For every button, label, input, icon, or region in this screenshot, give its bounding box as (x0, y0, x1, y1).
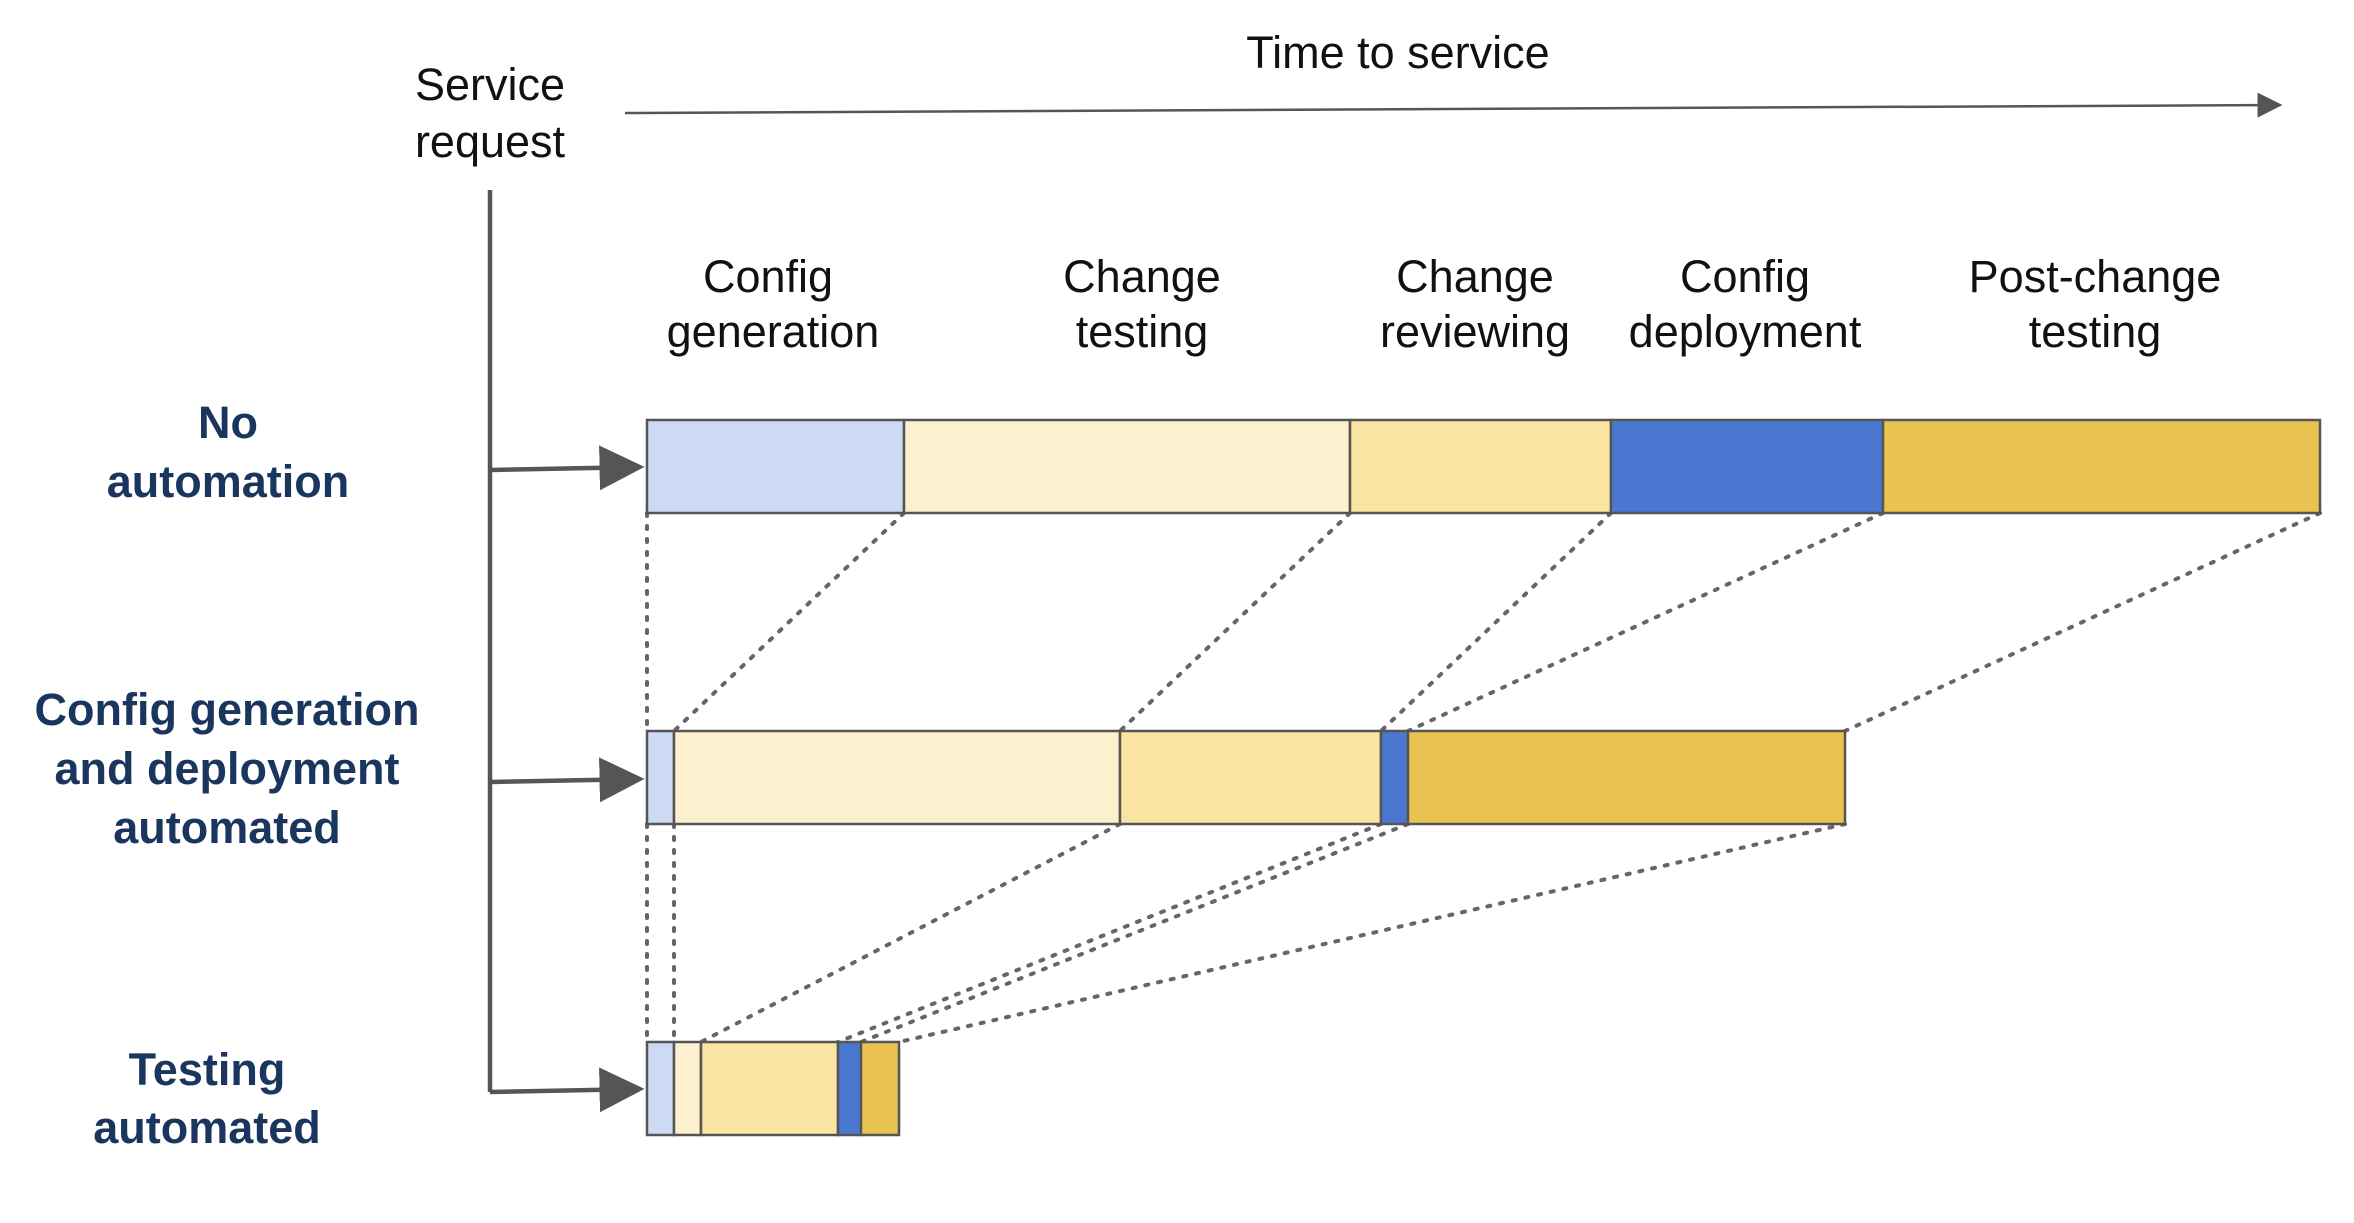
arrow-to-config-gen-deploy-bar (489, 757, 645, 803)
segment-no-automation-change-testing (902, 418, 1352, 515)
segment-config-generation-and-deployment-automated-config-generation (645, 729, 676, 826)
connector-no-automation-boundary-5 (1843, 511, 2322, 733)
segment-no-automation-post-change-testing (1881, 418, 2322, 515)
arrow-to-testing-automated-bar (489, 1067, 645, 1113)
phase-labels: Config generation Change testing Change … (667, 251, 2222, 357)
scenario-label-no-automation-line-2: automation (107, 456, 350, 507)
connector-config-generation-and-deployment-automated-boundary-5 (897, 822, 1847, 1044)
arrow-to-no-automation-bar (489, 445, 645, 491)
phase-label-change-reviewing-line-1: Change (1396, 251, 1554, 302)
phase-label-config-deployment-line-1: Config (1680, 251, 1810, 302)
phase-label-config-generation-line-2: generation (667, 306, 880, 357)
segment-config-generation-and-deployment-automated-post-change-testing (1406, 729, 1847, 826)
segment-no-automation-change-reviewing (1348, 418, 1613, 515)
time-axis-arrow (624, 92, 2283, 118)
service-request-label-line-1: Service (415, 59, 565, 110)
phase-label-change-reviewing-line-2: reviewing (1380, 306, 1570, 357)
segment-config-generation-and-deployment-automated-change-reviewing (1118, 729, 1383, 826)
scenario-label-config-gen-deploy-line-3: automated (113, 802, 341, 853)
connector-no-automation-boundary-1 (672, 511, 906, 733)
bar-config-generation-and-deployment-automated (645, 729, 1847, 826)
segment-testing-automated-change-testing (672, 1040, 703, 1137)
phase-label-post-change-testing-line-1: Post-change (1969, 251, 2222, 302)
scenario-label-config-gen-deploy-line-1: Config generation (35, 684, 420, 735)
scenario-label-no-automation-line-1: No (198, 397, 258, 448)
connector-config-generation-and-deployment-automated-boundary-3 (836, 822, 1383, 1044)
connector-no-automation-boundary-3 (1379, 511, 1613, 733)
scenario-label-testing-automated-line-2: automated (93, 1102, 321, 1153)
segment-config-generation-and-deployment-automated-config-deployment (1379, 729, 1410, 826)
connector-no-automation-boundary-2 (1118, 511, 1352, 733)
connector-config-generation-and-deployment-automated-boundary-4 (859, 822, 1410, 1044)
service-request-label-line-2: request (415, 116, 566, 167)
phase-label-change-testing-line-1: Change (1063, 251, 1221, 302)
phase-label-change-testing-line-2: testing (1076, 306, 1209, 357)
segment-no-automation-config-deployment (1609, 418, 1885, 515)
phase-label-config-generation-line-1: Config (703, 251, 833, 302)
bar-testing-automated (645, 1040, 901, 1137)
scenario-label-testing-automated-line-1: Testing (129, 1044, 286, 1095)
connector-config-generation-and-deployment-automated-boundary-2 (699, 822, 1122, 1044)
segment-config-generation-and-deployment-automated-change-testing (672, 729, 1122, 826)
segment-testing-automated-change-reviewing (699, 1040, 840, 1137)
segment-testing-automated-post-change-testing (859, 1040, 901, 1137)
phase-label-config-deployment-line-2: deployment (1629, 306, 1862, 357)
connector-no-automation-boundary-4 (1406, 511, 1885, 733)
segment-no-automation-config-generation (645, 418, 906, 515)
segment-testing-automated-config-generation (645, 1040, 676, 1137)
time-to-service-label: Time to service (1246, 27, 1549, 78)
phase-label-post-change-testing-line-2: testing (2029, 306, 2162, 357)
scenario-label-config-gen-deploy-line-2: and deployment (54, 743, 399, 794)
scenario-bars (645, 418, 2322, 1137)
bar-no-automation (645, 418, 2322, 515)
scenario-labels: No automation Config generation and depl… (35, 397, 420, 1153)
phase-boundary-connectors (645, 511, 2322, 1044)
segment-testing-automated-config-deployment (836, 1040, 863, 1137)
